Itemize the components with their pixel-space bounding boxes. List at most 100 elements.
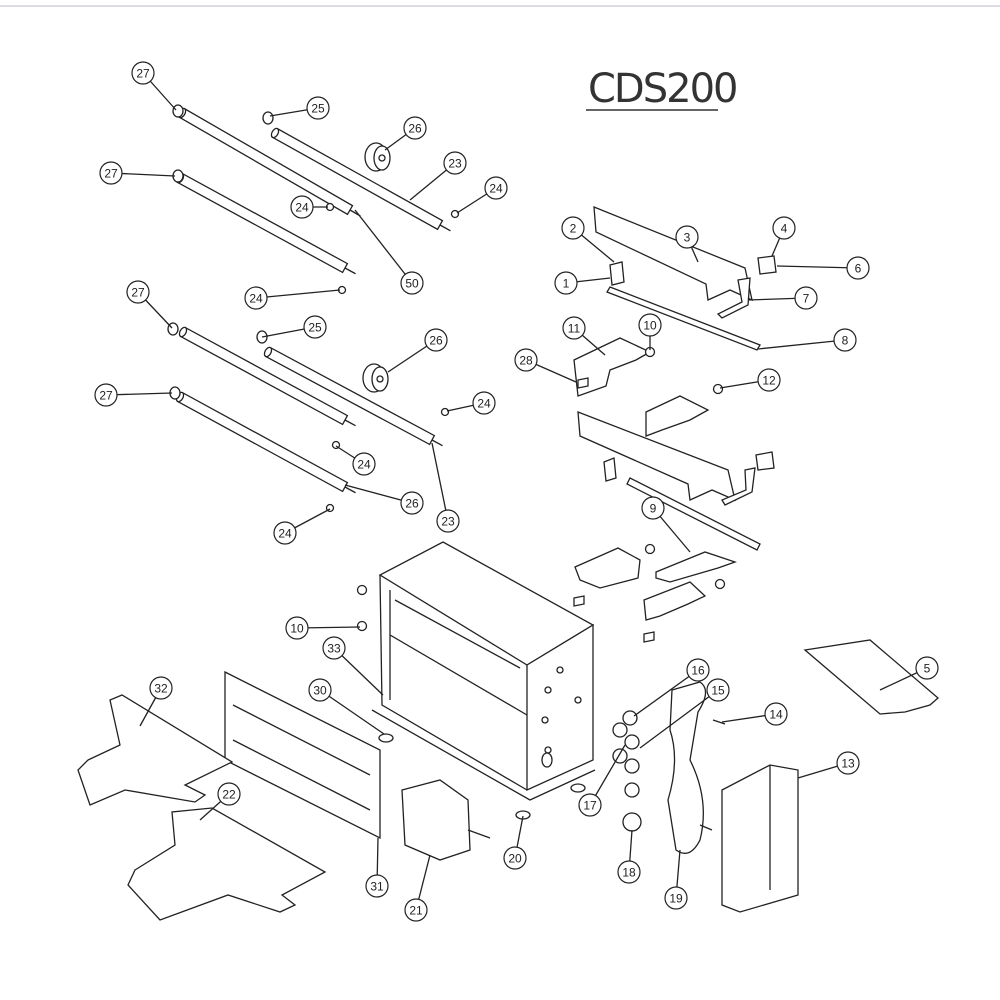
roller-shaft-end bbox=[263, 346, 273, 358]
switch-block bbox=[757, 255, 777, 275]
callout-number: 15 bbox=[711, 684, 725, 698]
callout-circle bbox=[836, 751, 860, 775]
spacer bbox=[577, 377, 589, 389]
callout-10: 10 bbox=[638, 313, 662, 337]
callout-number: 11 bbox=[568, 322, 581, 336]
callout-4: 4 bbox=[772, 216, 796, 240]
callouts: 2725262324272450242725262724242623242346… bbox=[94, 61, 939, 922]
frame-shelf bbox=[389, 634, 528, 716]
callout-circle bbox=[400, 271, 424, 295]
callout-circle bbox=[131, 61, 155, 85]
callout-circle bbox=[675, 225, 699, 249]
frame-shelf bbox=[394, 599, 521, 669]
leader-line bbox=[319, 689, 385, 735]
callout-circle bbox=[352, 452, 376, 476]
callout-23: 23 bbox=[436, 509, 460, 533]
base-tray bbox=[77, 694, 234, 806]
frame-hole bbox=[574, 696, 582, 704]
callout-circle bbox=[322, 636, 346, 660]
callout-number: 26 bbox=[405, 497, 419, 511]
callout-circle bbox=[400, 491, 424, 515]
callout-27: 27 bbox=[126, 280, 150, 304]
callout-circle bbox=[764, 702, 788, 726]
frame-hole bbox=[541, 716, 549, 724]
callout-16: 16 bbox=[686, 658, 710, 682]
callout-number: 28 bbox=[519, 354, 533, 368]
leader-line bbox=[757, 339, 846, 350]
callout-23: 23 bbox=[443, 151, 467, 175]
callout-21: 21 bbox=[404, 898, 428, 922]
callout-circle bbox=[404, 898, 428, 922]
callout-24: 24 bbox=[484, 176, 508, 200]
callout-number: 27 bbox=[104, 167, 118, 181]
callout-circle bbox=[306, 96, 330, 120]
panel-slot bbox=[232, 739, 371, 811]
callout-26: 26 bbox=[403, 116, 427, 140]
callout-17: 17 bbox=[578, 793, 602, 817]
cover-plate bbox=[803, 639, 939, 715]
tray-bracket bbox=[643, 581, 707, 621]
callout-number: 10 bbox=[643, 319, 657, 333]
callout-number: 31 bbox=[370, 880, 384, 894]
guide-rail bbox=[606, 286, 761, 351]
spacer bbox=[643, 631, 655, 643]
callout-31: 31 bbox=[365, 874, 389, 898]
callout-circle bbox=[641, 496, 665, 520]
callout-number: 14 bbox=[769, 708, 783, 722]
callout-20: 20 bbox=[503, 846, 527, 870]
bearing bbox=[262, 111, 274, 125]
sensor-block bbox=[603, 457, 617, 482]
callout-30: 30 bbox=[308, 678, 332, 702]
callout-9: 9 bbox=[641, 496, 665, 520]
callout-number: 7 bbox=[803, 292, 810, 306]
front-panel bbox=[224, 670, 381, 840]
callout-circle bbox=[757, 368, 781, 392]
tray-bracket bbox=[574, 547, 641, 589]
callout-18: 18 bbox=[617, 860, 641, 884]
callout-27: 27 bbox=[94, 383, 118, 407]
callout-circle bbox=[833, 328, 857, 352]
base-tray bbox=[127, 807, 327, 921]
callout-circle bbox=[94, 383, 118, 407]
clip-bracket bbox=[721, 467, 756, 506]
callout-number: 25 bbox=[311, 102, 325, 116]
callout-number: 32 bbox=[154, 682, 168, 696]
callout-circle bbox=[706, 678, 730, 702]
callout-number: 27 bbox=[136, 67, 150, 81]
guide-rail bbox=[626, 477, 761, 551]
callout-19: 19 bbox=[664, 886, 688, 910]
knob bbox=[356, 620, 368, 632]
spacer bbox=[573, 595, 585, 607]
roller-shaft-end bbox=[270, 127, 280, 139]
callout-number: 1 bbox=[563, 277, 570, 291]
callout-25: 25 bbox=[303, 315, 327, 339]
callout-circle bbox=[686, 658, 710, 682]
callout-14: 14 bbox=[764, 702, 788, 726]
callout-number: 25 bbox=[308, 321, 322, 335]
callout-28: 28 bbox=[514, 348, 538, 372]
callout-circle bbox=[308, 678, 332, 702]
chain bbox=[667, 681, 707, 854]
callout-circle bbox=[126, 280, 150, 304]
callout-circle bbox=[424, 328, 448, 352]
callout-circle bbox=[273, 521, 297, 545]
roller-rod-shaft bbox=[344, 419, 356, 427]
callout-circle bbox=[290, 195, 314, 219]
callout-number: 27 bbox=[99, 389, 113, 403]
pulley-hub bbox=[378, 154, 386, 162]
pin bbox=[712, 719, 726, 725]
model-title: CDS200 bbox=[588, 66, 736, 112]
leader-line bbox=[354, 209, 413, 284]
callout-number: 26 bbox=[408, 122, 422, 136]
callout-24: 24 bbox=[352, 452, 376, 476]
callout-circle bbox=[365, 874, 389, 898]
callout-27: 27 bbox=[131, 61, 155, 85]
roller-rod-end bbox=[178, 326, 188, 338]
callout-27: 27 bbox=[99, 161, 123, 185]
knob bbox=[356, 584, 368, 596]
callout-number: 8 bbox=[842, 334, 849, 348]
leader-line bbox=[633, 669, 699, 717]
callout-22: 22 bbox=[217, 782, 241, 806]
roller-shaft-shaft bbox=[439, 224, 451, 232]
